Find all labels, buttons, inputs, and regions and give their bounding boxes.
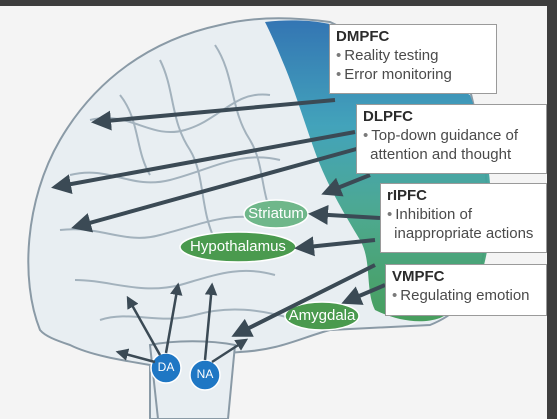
na-label: NA	[191, 367, 219, 381]
dmpfc-box: DMPFC •Reality testing •Error monitoring	[329, 24, 497, 94]
vmpfc-title: VMPFC	[392, 267, 540, 286]
hypothalamus-label: Hypothalamus	[184, 238, 292, 255]
dlpfc-item-2: attention and thought	[363, 145, 540, 164]
dlpfc-title: DLPFC	[363, 107, 540, 126]
dmpfc-title: DMPFC	[336, 27, 490, 46]
amygdala-label: Amygdala	[288, 307, 356, 324]
dlpfc-box: DLPFC •Top-down guidance of attention an…	[356, 104, 547, 174]
vmpfc-box: VMPFC •Regulating emotion	[385, 264, 547, 316]
da-label: DA	[152, 360, 180, 374]
rifc-item-1: •Inhibition of	[387, 205, 540, 224]
frame-top-border	[0, 0, 557, 6]
rifc-box: rIPFC •Inhibition of inappropriate actio…	[380, 183, 547, 253]
rifc-title: rIPFC	[387, 186, 540, 205]
rifc-item-2: inappropriate actions	[387, 224, 540, 243]
dlpfc-item-1: •Top-down guidance of	[363, 126, 540, 145]
dmpfc-item-2: •Error monitoring	[336, 65, 490, 84]
frame-right-border	[547, 0, 557, 419]
dmpfc-item-1: •Reality testing	[336, 46, 490, 65]
striatum-label: Striatum	[248, 205, 304, 222]
vmpfc-item-1: •Regulating emotion	[392, 286, 540, 305]
